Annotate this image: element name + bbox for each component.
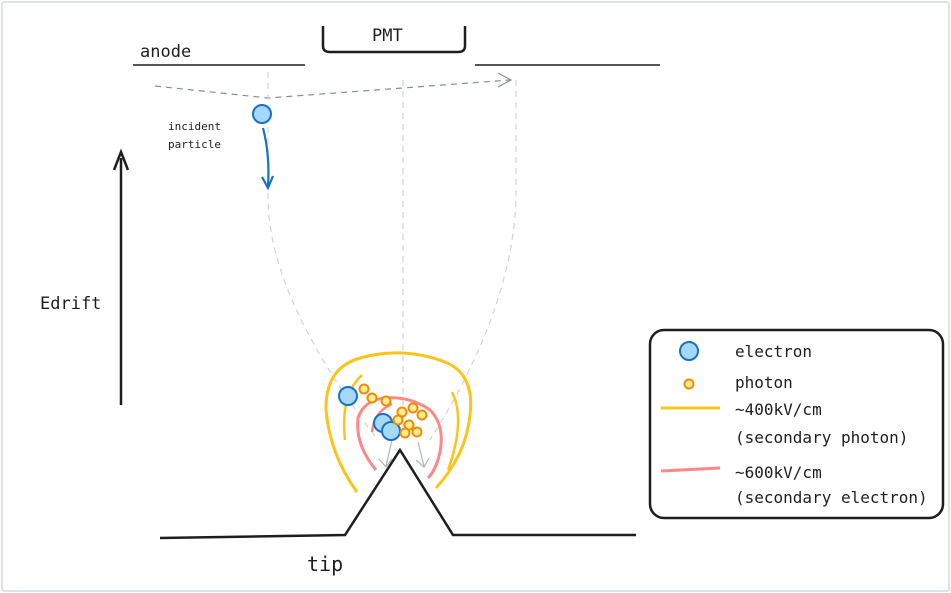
legend-600kv-sub: (secondary electron): [735, 488, 928, 507]
tip-label: tip: [307, 552, 343, 576]
dashed-path-arrowhead: [497, 72, 513, 88]
incident-arrow-shaft: [261, 127, 270, 187]
incident-label-line1: incident: [168, 120, 221, 133]
legend-electron-label: electron: [735, 342, 812, 361]
field-region-400kv-inner-right: [446, 391, 460, 471]
legend-600kv-label: ~600kV/cm: [735, 463, 822, 482]
pmt-box: [321, 26, 467, 54]
photon-marker: [399, 427, 411, 439]
red-line-icon: [660, 466, 721, 473]
field-line-right: [429, 80, 517, 441]
field-region-400kv: [324, 351, 473, 493]
electron-marker: [338, 386, 358, 406]
pmt-label: PMT: [372, 26, 403, 46]
photon-icon: [683, 378, 695, 390]
photon-marker: [358, 383, 370, 395]
incident-label-line2: particle: [168, 138, 221, 151]
tip-dashed-arrow-right: [415, 441, 430, 468]
tip-dashed-arrow-left: [378, 439, 393, 468]
legend-box: [648, 328, 945, 520]
photon-marker: [366, 392, 378, 404]
photon-marker: [407, 402, 419, 414]
photon-marker: [416, 409, 428, 421]
legend-400kv-label: ~400kV/cm: [735, 400, 822, 419]
anode-label: anode: [140, 42, 191, 62]
incident-arrow-head: [261, 175, 275, 191]
photon-cluster: [358, 383, 428, 439]
edrift-label: Edrift: [40, 294, 101, 314]
incident-particle-electron: [252, 104, 272, 124]
photon-marker: [411, 426, 423, 438]
edrift-arrow-head: [112, 148, 130, 171]
legend-400kv-sub: (secondary photon): [735, 428, 908, 447]
field-region-600kv: [356, 396, 443, 480]
field-line-left: [267, 72, 379, 441]
dashed-photon-path: [154, 79, 511, 99]
photon-marker: [380, 395, 392, 407]
electron-icon: [679, 341, 699, 361]
legend-photon-label: photon: [735, 373, 793, 392]
ground-and-tip: [159, 447, 636, 540]
photon-marker: [396, 406, 408, 418]
